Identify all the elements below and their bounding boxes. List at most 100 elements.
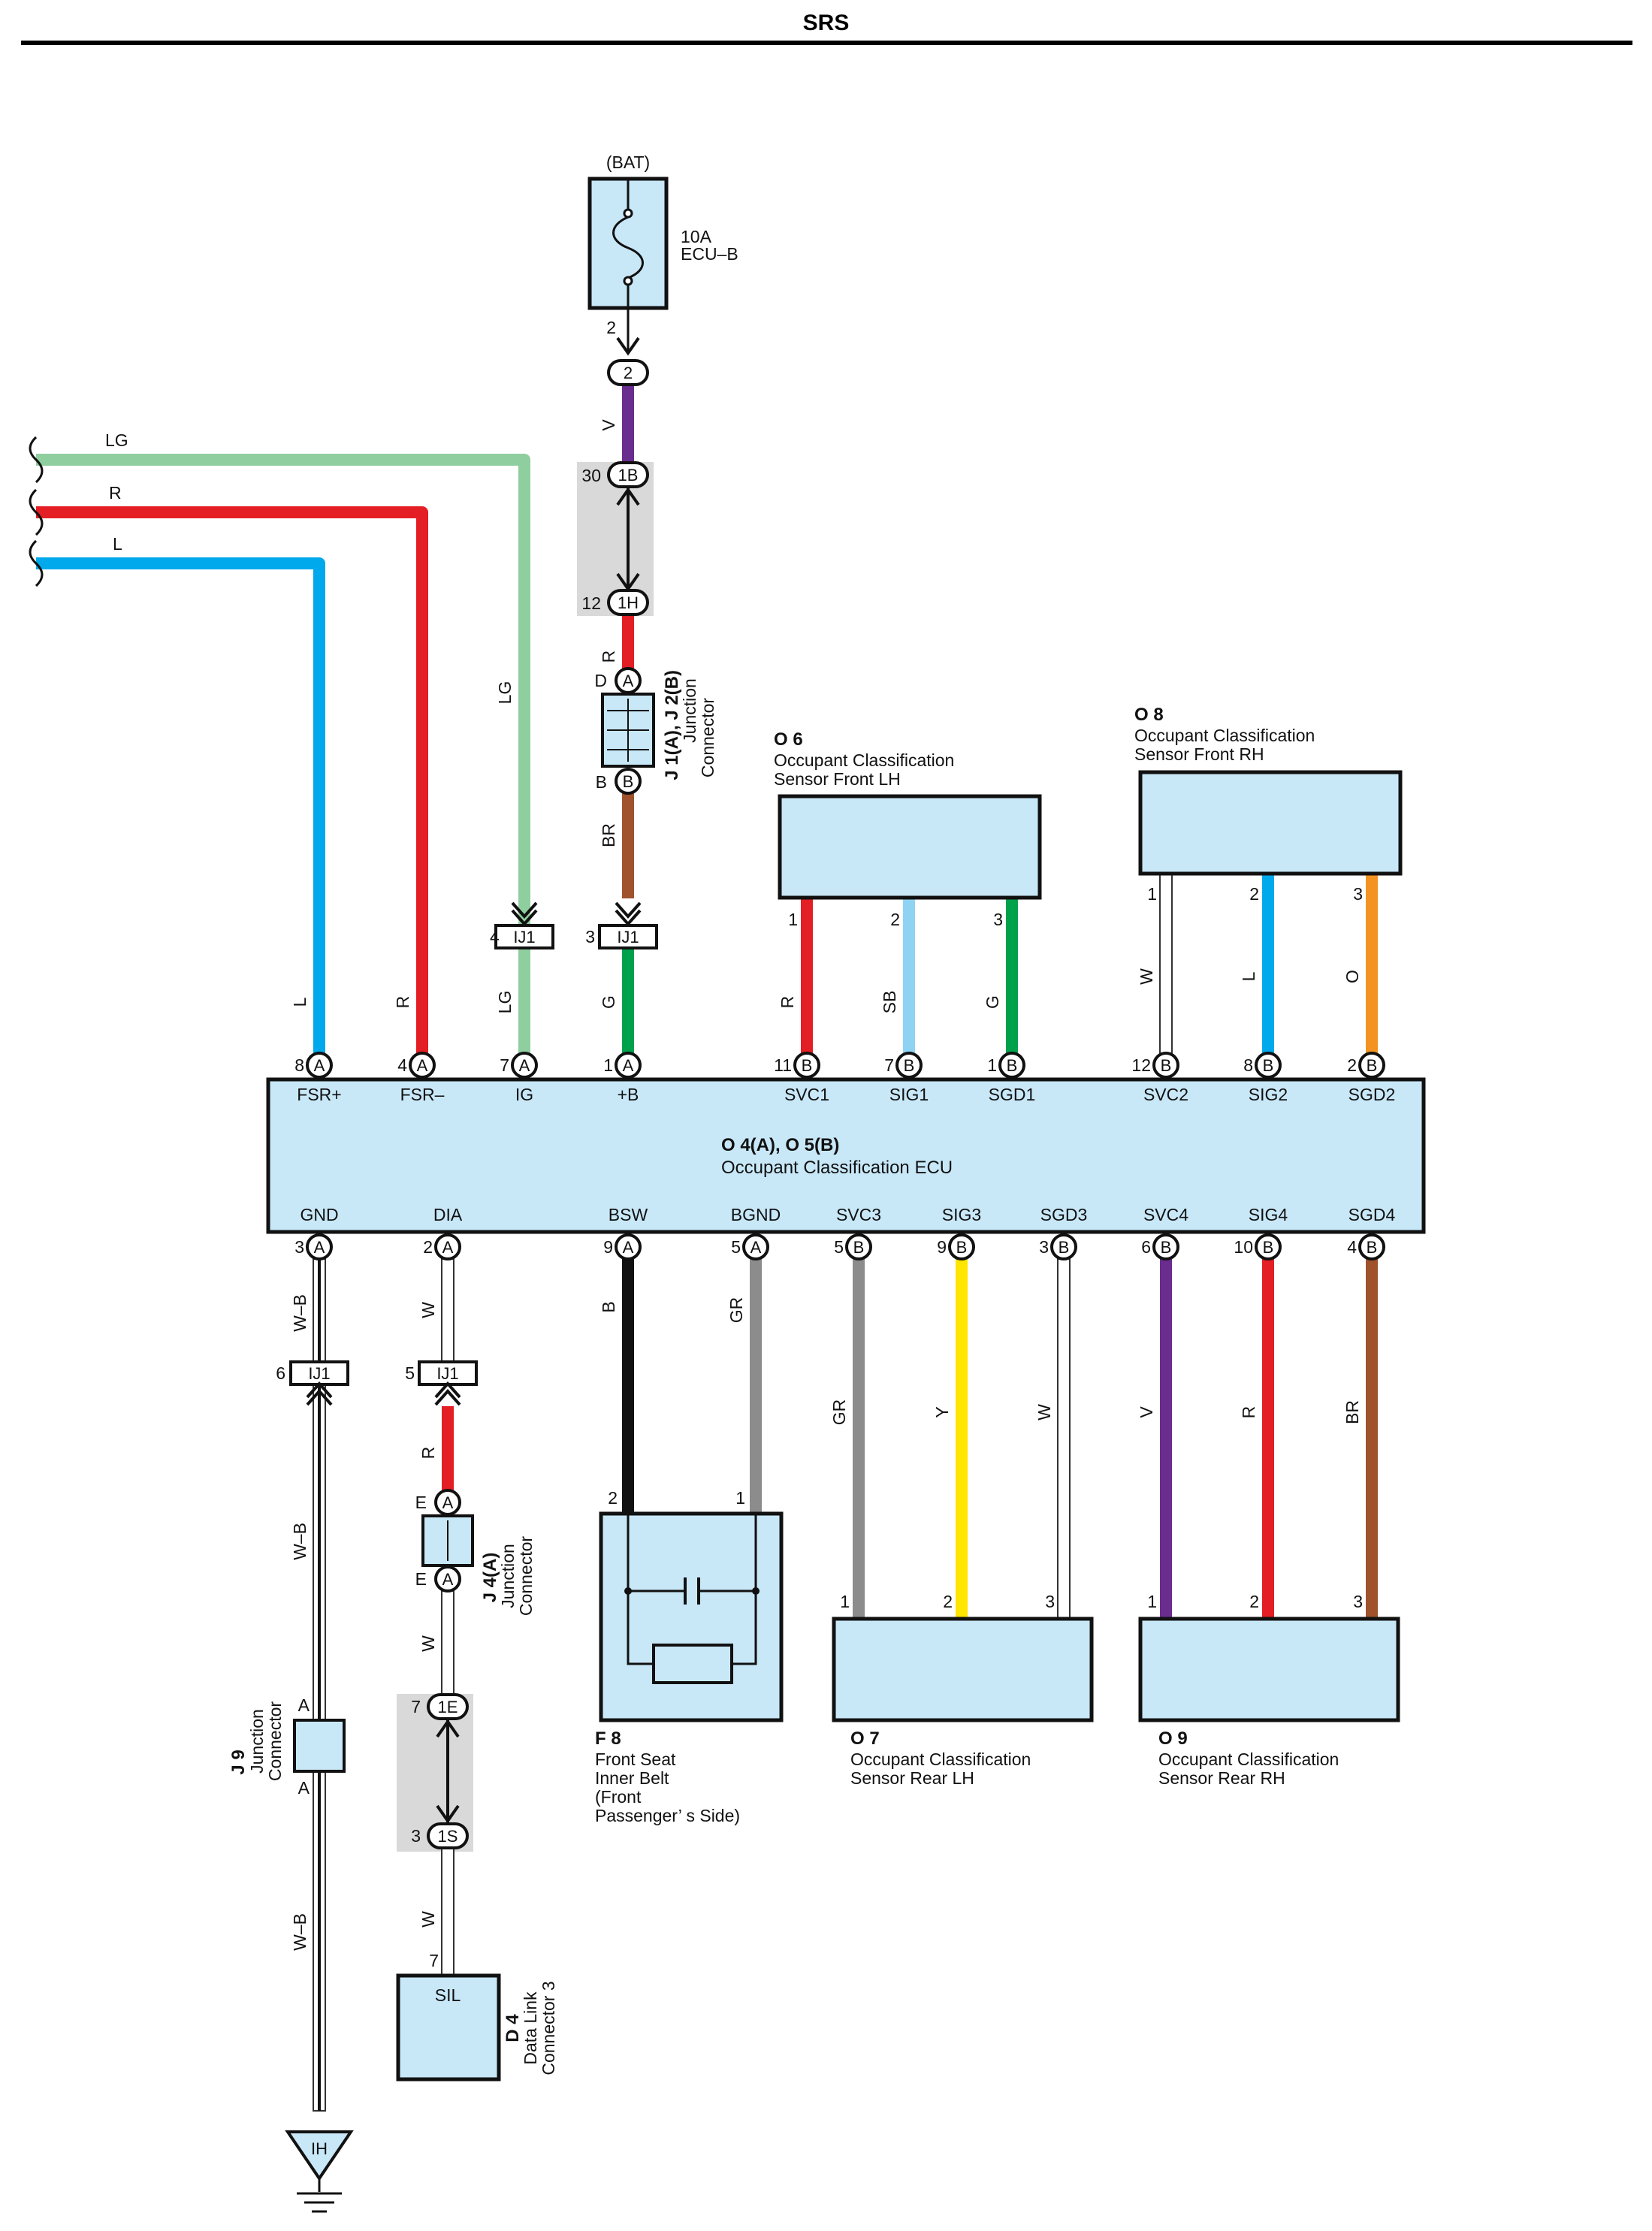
j4-name-1: Junction [498,1544,518,1608]
ecu-bottom-pin-number-SIG3: 9 [937,1237,947,1257]
wire-SVC1 [801,898,813,1053]
wire-r-fuse [622,614,634,669]
wire-SIG4 [1262,1259,1274,1619]
ecu-top-terminal-SVC1: SVC1 [784,1085,829,1104]
j9-pin-top: A [298,1695,310,1715]
ij1-b [598,924,658,949]
conn-1e-pin: 7 [411,1697,421,1716]
ecu-top-terminal-IG: IG [515,1085,533,1104]
f8-node-right [752,1587,760,1595]
ecu-top-pin-SIG1 [895,1052,923,1079]
sensor-o9-pin-3: 3 [1353,1592,1363,1611]
d4-id: D 4 [503,2014,523,2042]
fuse-name: ECU–B [681,244,738,264]
left-input-label-R: R [109,483,122,503]
ecu-id: O 4(A), O 5(B) [721,1135,839,1155]
dia-arrow-icon-2 [434,1381,461,1399]
ecu-bottom-pin-number-DIA: 2 [423,1237,433,1257]
sensor-o6-line2: Sensor Front LH [774,769,901,789]
wire-ig-lg-lower [518,948,530,1053]
page-header: SRS [0,0,1652,53]
f8-box [599,1511,784,1722]
sensor-o7-box [832,1617,1094,1722]
wire-SVC4 [1160,1259,1172,1619]
ecu-bottom-terminal-SGD4: SGD4 [1348,1205,1396,1224]
j9-name-2: Connector [265,1701,285,1781]
ecu-bottom-terminal-BGND: BGND [731,1205,781,1224]
ij1-dia-pin: 5 [405,1363,415,1383]
ground-ih-icon [285,2130,354,2181]
ecu-top-terminal-SIG2: SIG2 [1249,1085,1288,1104]
wire-SVC4-label: V [1137,1406,1156,1418]
conn-1e-label: 1E [438,1698,458,1716]
wire-SVC3 [853,1259,865,1619]
ecu-bottom-pin-number-GND: 3 [294,1237,304,1257]
ecu-bottom-pin-GND-letter: A [314,1238,325,1257]
sensor-o8-pin-1: 1 [1147,884,1157,904]
wire-ig-label-top: LG [495,681,515,705]
ecu-top-pin-SVC2 [1152,1052,1179,1079]
ig-arrow-icon [511,901,538,919]
wire-dia-w-bottom [441,1847,455,1976]
ecu-bottom-pin-SIG3 [948,1233,975,1260]
sensor-o8-pin-2: 2 [1249,884,1259,904]
ecu-top-pin-SIG2 [1255,1052,1282,1079]
sensor-o8-id: O 8 [1134,705,1164,725]
wire-SIG2-label: L [1239,971,1258,981]
ecu-top-pin-number-SVC1: 11 [774,1055,792,1075]
wire-SGD1-label: G [983,995,1002,1009]
ecu-bottom-pin-DIA-letter: A [442,1238,454,1257]
f8-resistor-icon [652,1644,733,1684]
ecu-bottom-terminal-GND: GND [300,1205,338,1224]
wire-gnd-label-top: W–B [290,1294,310,1332]
conn-1e [427,1693,469,1720]
f8-line2: Inner Belt [595,1768,669,1788]
d4-box [396,1973,501,2082]
ecu-top-pin-number-FSR–: 4 [397,1055,407,1075]
fuse-terminal-top [623,208,633,219]
j9-pin-bottom: A [298,1778,310,1798]
j4-pin-top-letter: E [415,1493,427,1512]
sensor-o7-line2: Sensor Rear LH [850,1768,974,1788]
j9-name-1: Junction [247,1709,267,1774]
ecu-top-pin-SGD1 [998,1052,1025,1079]
ecu-bottom-terminal-SIG4: SIG4 [1249,1205,1288,1224]
ecu-bottom-pin-number-SVC3: 5 [834,1237,844,1257]
ecu-top-pin-FSR–-letter: A [417,1056,428,1075]
break-symbol-LG [29,436,44,484]
gnd-arrow-icon [306,1388,333,1406]
fuse-arrow-icon [616,337,640,356]
wire-SVC2-label: W [1137,968,1156,985]
arrow-up-icon [616,487,640,506]
j4-pin-bottom [434,1565,461,1592]
ecu-bottom-pin-SVC4 [1152,1233,1179,1260]
break-symbol-L [29,539,44,587]
wire-bsw [622,1259,634,1514]
ecu-bottom-pin-BGND [742,1233,769,1260]
j1-pin-top-letter: D [594,671,607,690]
ecu-top-pin-+B [615,1052,642,1079]
ecu-bottom-pin-number-SGD4: 4 [1347,1237,1357,1257]
j1-pin-bottom [615,768,642,795]
wire-fsr-minus-label: R [393,996,412,1009]
ecu-bottom-pin-DIA [434,1233,461,1260]
ecu-top-pin-IG [511,1052,538,1079]
sensor-o9-box [1138,1617,1400,1722]
ecu-top-pin-number-IG: 7 [500,1055,509,1075]
wire-SIG3 [956,1259,968,1619]
ecu-bottom-terminal-SIG3: SIG3 [942,1205,981,1224]
ecu-top-pin-SGD2 [1358,1052,1385,1079]
j1-id: J 1(A), J 2(B) [662,670,682,780]
j4-id: J 4(A) [480,1553,500,1603]
ecu-top-terminal-SIG1: SIG1 [889,1085,929,1104]
break-symbol-R [29,488,44,536]
sensor-o7-id: O 7 [850,1728,880,1749]
ecu-top-pin-number-SGD1: 1 [987,1055,997,1075]
ecu-bottom-pin-number-BSW: 9 [603,1237,613,1257]
sensor-o9-id: O 9 [1158,1728,1188,1749]
ecu-bottom-terminal-SVC3: SVC3 [836,1205,881,1224]
ecu-bottom-pin-GND [306,1233,333,1260]
sensor-o6-box [778,794,1042,900]
ecu-bottom-pin-SIG3-letter: B [956,1238,968,1257]
